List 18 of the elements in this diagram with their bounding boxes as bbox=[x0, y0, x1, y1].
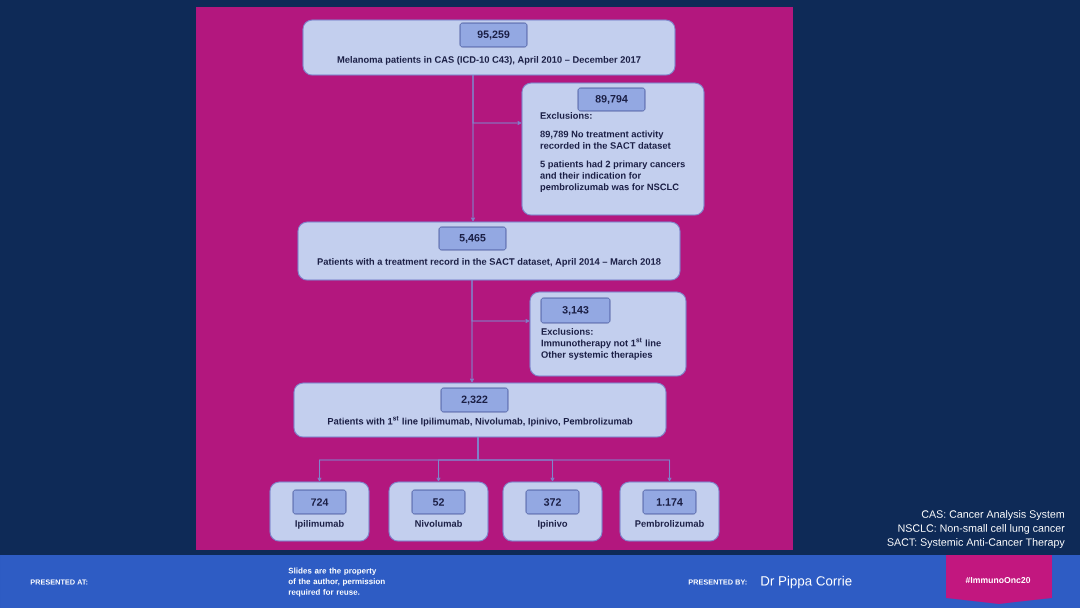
presenter-name: Dr Pippa Corrie bbox=[761, 575, 852, 589]
arrow bbox=[471, 279, 530, 323]
arrow bbox=[477, 436, 672, 482]
abbreviation-note: NSCLC: Non-small cell lung cancer bbox=[898, 524, 1065, 534]
abbreviation-note: CAS: Cancer Analysis System bbox=[921, 510, 1064, 520]
count-box: 724 bbox=[292, 489, 347, 515]
count-box: 1.174 bbox=[642, 489, 697, 515]
count-box: 89,794 bbox=[577, 87, 646, 112]
arrow bbox=[472, 74, 522, 125]
footer-note: Slides are the property of the author, permission required for reuse. bbox=[288, 567, 385, 597]
count-box: 95,259 bbox=[459, 22, 528, 48]
count-box: 2,322 bbox=[440, 387, 509, 413]
count-box: 52 bbox=[411, 489, 466, 515]
count-box: 3,143 bbox=[540, 297, 611, 324]
abbreviation-note: SACT: Systemic Anti-Cancer Therapy bbox=[887, 538, 1065, 548]
hashtag-banner: #ImmunoOnc20 bbox=[946, 555, 1052, 604]
count-box: 5,465 bbox=[438, 226, 507, 251]
count-box: 372 bbox=[525, 489, 580, 515]
